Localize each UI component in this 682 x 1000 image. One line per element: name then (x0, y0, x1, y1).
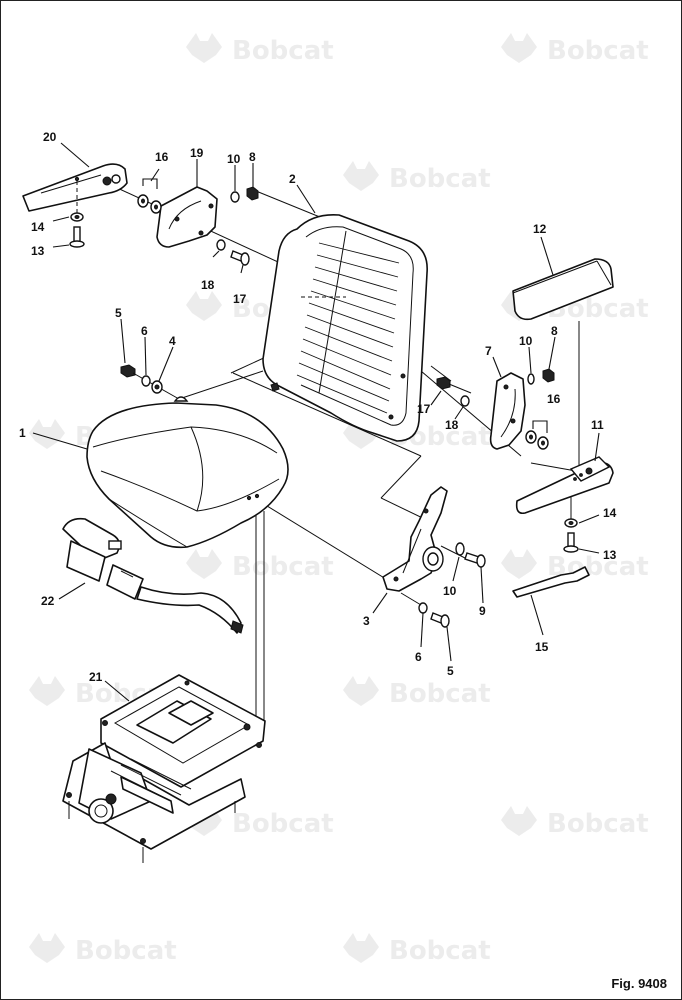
svg-text:Bobcat: Bobcat (389, 679, 491, 709)
left-washer-10 (230, 191, 240, 203)
callout-17-right: 17 (417, 402, 431, 416)
recliner-mechanism-3 (382, 486, 448, 592)
right-armrest-bracket-11 (515, 456, 614, 515)
watermark: Bobcat (501, 806, 649, 839)
callout-8-right: 8 (551, 324, 558, 338)
right-washer-16 (525, 430, 549, 450)
callout-5-bottom: 5 (447, 664, 454, 678)
right-washer-18 (460, 395, 470, 407)
svg-text:Bobcat: Bobcat (389, 164, 491, 194)
callout-16-right: 16 (547, 392, 561, 406)
svg-text:Bobcat: Bobcat (547, 809, 649, 839)
callout-14: 14 (31, 220, 45, 234)
watermark-layer: Bobcat Bobcat Bobcat Bobcat Bobcat Bobca… (29, 33, 649, 966)
callout-13-right: 13 (603, 548, 617, 562)
left-nut-8 (246, 186, 259, 201)
callout-5: 5 (115, 306, 122, 320)
callout-7: 7 (485, 344, 492, 358)
recliner-washer-10 (455, 542, 465, 556)
watermark: Bobcat (29, 933, 177, 966)
callout-18: 18 (201, 278, 215, 292)
figure-label: Fig. 9408 (611, 976, 667, 991)
left-spacer-4 (151, 380, 163, 394)
left-washer-16 (137, 194, 162, 214)
right-bolt-17 (436, 376, 472, 394)
left-armrest-bracket (22, 163, 128, 212)
right-washer-10 (527, 373, 535, 385)
callout-9: 9 (479, 604, 486, 618)
watermark: Bobcat (343, 933, 491, 966)
callout-20: 20 (43, 130, 57, 144)
callout-22: 22 (41, 594, 55, 608)
left-washer-14 (70, 212, 84, 222)
watermark: Bobcat (343, 161, 491, 194)
svg-text:Bobcat: Bobcat (232, 36, 334, 66)
callout-14-right: 14 (603, 506, 617, 520)
callout-21: 21 (89, 670, 103, 684)
svg-text:Bobcat: Bobcat (232, 552, 334, 582)
leader-lines (32, 142, 600, 702)
svg-text:Bobcat: Bobcat (75, 936, 177, 966)
callout-19: 19 (190, 146, 204, 160)
seat-back-stitching (296, 242, 400, 414)
svg-text:Bobcat: Bobcat (547, 36, 649, 66)
callout-4: 4 (169, 334, 176, 348)
callout-2: 2 (289, 172, 296, 186)
callout-12: 12 (533, 222, 547, 236)
seat-cushion (86, 402, 289, 549)
recliner-bolt-5 (430, 612, 450, 628)
left-bolt-13 (69, 226, 85, 248)
callout-13: 13 (31, 244, 45, 258)
left-washer-18 (216, 239, 226, 251)
watermark: Bobcat (343, 676, 491, 709)
callout-11: 11 (591, 418, 604, 432)
right-bolt-13 (563, 532, 579, 553)
seat-back (262, 213, 428, 442)
callout-1: 1 (19, 426, 26, 440)
callout-6: 6 (141, 324, 148, 338)
seat-suspension-21 (62, 674, 266, 863)
callout-3: 3 (363, 614, 370, 628)
callout-16: 16 (155, 150, 169, 164)
callout-6-bottom: 6 (415, 650, 422, 664)
callout-15: 15 (535, 640, 549, 654)
left-washer-6 (141, 375, 151, 387)
left-pivot-bracket-19 (156, 186, 218, 248)
lever-rod-15 (512, 566, 590, 598)
watermark: Bobcat (186, 549, 334, 582)
svg-text:Bobcat: Bobcat (389, 936, 491, 966)
right-armrest-pad-12 (512, 258, 614, 321)
svg-text:Bobcat: Bobcat (232, 809, 334, 839)
right-nut-8 (542, 368, 555, 383)
callout-10: 10 (227, 152, 241, 166)
callout-labels: 20 16 19 10 8 2 14 13 18 17 5 6 4 1 12 8… (19, 130, 617, 684)
watermark: Bobcat (186, 33, 334, 66)
right-washer-14 (564, 518, 578, 528)
callout-10-right: 10 (519, 334, 533, 348)
callout-8: 8 (249, 150, 256, 164)
callout-17: 17 (233, 292, 247, 306)
right-pivot-bracket-7 (489, 372, 526, 450)
seat-belt-22 (62, 517, 244, 634)
recliner-bolt-9 (464, 552, 486, 568)
watermark: Bobcat (501, 33, 649, 66)
callout-18-right: 18 (445, 418, 459, 432)
left-bolt-17 (230, 250, 250, 266)
callout-10-recliner: 10 (443, 584, 457, 598)
